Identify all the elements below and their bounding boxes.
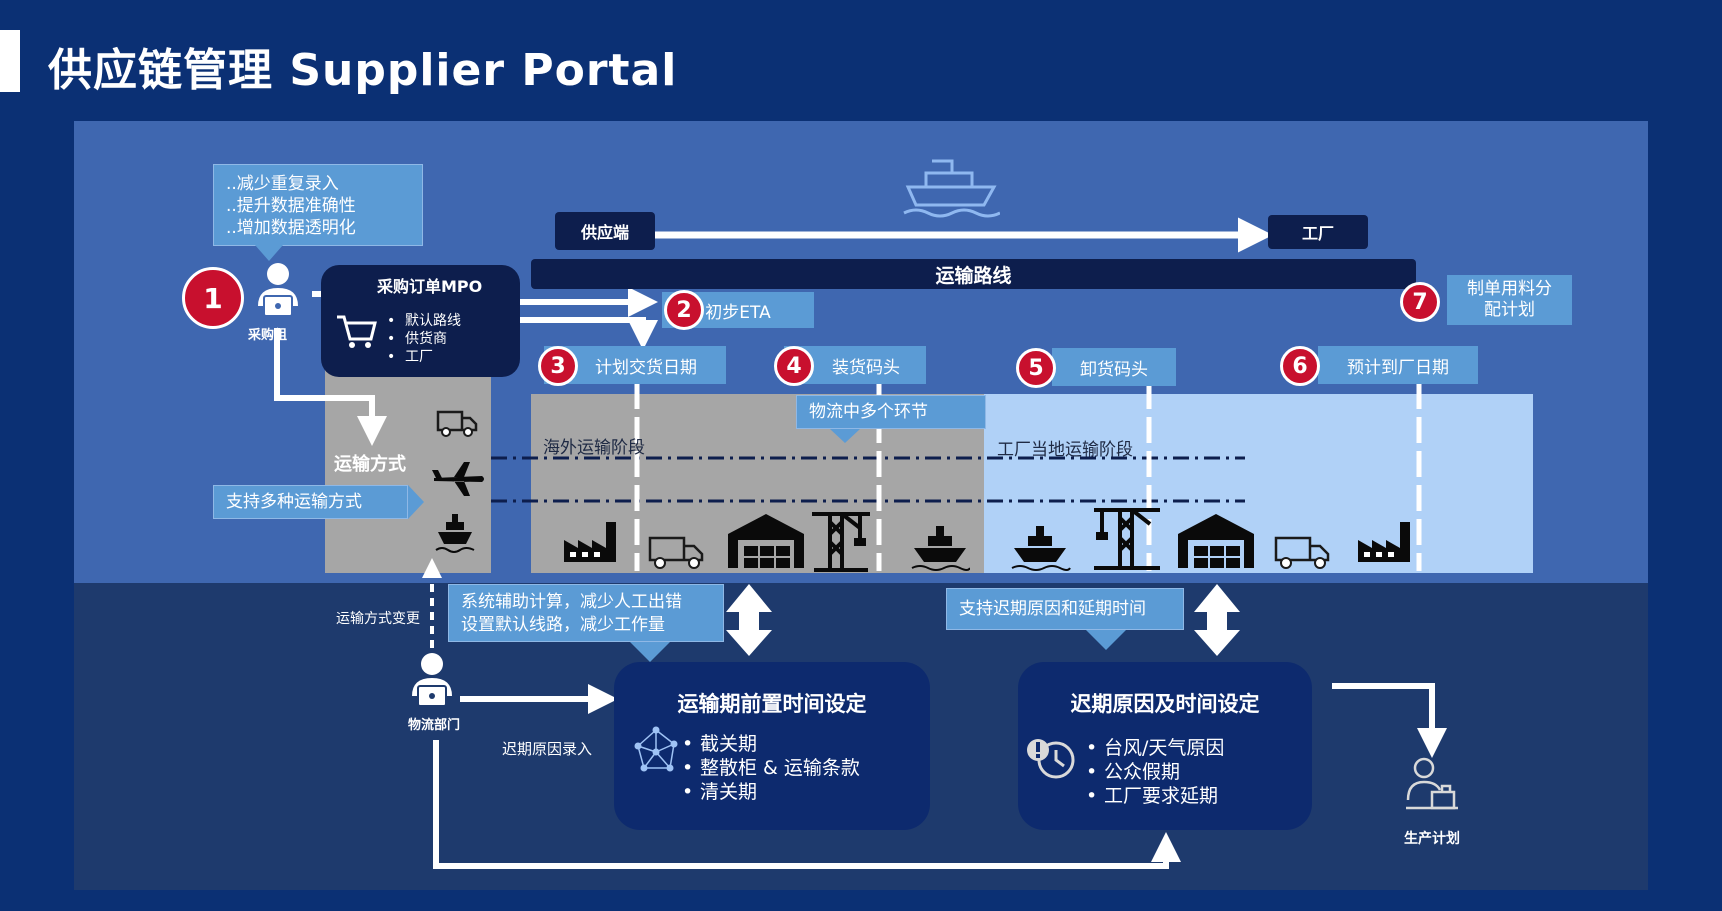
production-plan-label: 生产计划 xyxy=(1404,831,1460,847)
truck-icon xyxy=(436,410,478,437)
delivery-truck-icon xyxy=(648,536,704,569)
lead-time-item: 清关期 xyxy=(682,780,860,804)
delay-reason-item: 工厂要求延期 xyxy=(1086,784,1224,808)
factory-pill: 工厂 xyxy=(1268,215,1368,249)
callout-pointer xyxy=(255,245,283,261)
cargo-ship-icon xyxy=(911,526,970,571)
multi-mode-callout: 支持多种运输方式 xyxy=(213,485,408,519)
warehouse-icon xyxy=(1178,514,1254,568)
lead-time-item: 整散柜 & 运输条款 xyxy=(682,756,860,780)
step-7-label: 制单用料分配计划 xyxy=(1447,275,1572,325)
delivery-truck-icon xyxy=(1274,536,1330,569)
purchasing-group-label: 采购组 xyxy=(248,328,288,343)
route-bar: 运输路线 xyxy=(531,259,1416,289)
delay-reason-item: 公众假期 xyxy=(1086,760,1224,784)
benefit-item: ..减少重复录入 xyxy=(226,174,339,194)
transport-mode-label: 运输方式 xyxy=(334,454,406,475)
warehouse-icon xyxy=(728,514,804,568)
logistics-links-callout: 物流中多个环节 xyxy=(796,395,986,429)
local-stage-label: 工厂当地运输阶段 xyxy=(997,440,1133,460)
network-icon xyxy=(634,726,678,772)
delay-reason-item: 台风/天气原因 xyxy=(1086,736,1224,760)
delay-reason-title: 迟期原因及时间设定 xyxy=(1070,692,1260,716)
step-badge-4: 4 xyxy=(774,346,814,386)
callout-pointer xyxy=(408,485,424,519)
callout-pointer xyxy=(630,642,670,662)
mpo-item: 工厂 xyxy=(387,348,461,366)
clock-alert-icon xyxy=(1027,739,1075,779)
title-accent-bar xyxy=(0,30,20,92)
step-5-label: 卸货码头 xyxy=(1052,348,1176,386)
benefit-item: ..提升数据准确性 xyxy=(226,196,356,216)
logistics-dept-label: 物流部门 xyxy=(408,718,461,733)
port-crane-icon xyxy=(812,512,870,572)
delay-note-callout: 支持迟期原因和延期时间 xyxy=(946,588,1184,630)
factory-icon xyxy=(564,522,616,562)
airplane-icon xyxy=(432,462,484,496)
step-badge-2: 2 xyxy=(664,290,704,330)
benefits-callout: ..减少重复录入 ..提升数据准确性 ..增加数据透明化 xyxy=(213,164,423,246)
callout-pointer xyxy=(830,429,860,443)
step-6-label: 预计到厂日期 xyxy=(1318,346,1478,384)
mpo-item: 供货商 xyxy=(387,330,461,348)
step-badge-7: 7 xyxy=(1400,282,1440,322)
factory-icon xyxy=(1358,522,1410,562)
person-laptop-icon xyxy=(412,653,452,707)
system-note-callout: 系统辅助计算，减少人工出错 设置默认线路，减少工作量 xyxy=(448,584,724,642)
delay-reason-box: 迟期原因及时间设定 台风/天气原因 公众假期 工厂要求延期 xyxy=(1018,662,1312,830)
person-laptop-icon xyxy=(258,263,298,317)
step-badge-3: 3 xyxy=(538,346,578,386)
mode-change-label: 运输方式变更 xyxy=(336,611,420,627)
mpo-box: 采购订单MPO 默认路线 供货商 工厂 xyxy=(321,265,520,377)
supplier-pill: 供应端 xyxy=(555,212,655,250)
local-stage-area xyxy=(984,394,1533,573)
mpo-item: 默认路线 xyxy=(387,312,461,330)
benefit-item: ..增加数据透明化 xyxy=(226,218,356,238)
system-note-line: 系统辅助计算，减少人工出错 xyxy=(461,592,682,612)
lead-time-item: 截关期 xyxy=(682,732,860,756)
page-title: 供应链管理 Supplier Portal xyxy=(48,45,678,96)
callout-pointer xyxy=(1086,630,1126,650)
step-badge-1: 1 xyxy=(182,267,244,329)
cargo-ship-icon xyxy=(435,514,475,553)
lead-time-box: 运输期前置时间设定 截关期 整散柜 & 运输条款 清关期 xyxy=(614,662,930,830)
system-note-line: 设置默认线路，减少工作量 xyxy=(461,615,665,635)
seamstress-icon xyxy=(1406,757,1458,810)
ship-icon xyxy=(903,159,1000,218)
port-crane-icon xyxy=(1094,508,1160,570)
mpo-title: 采购订单MPO xyxy=(377,277,483,296)
cart-icon xyxy=(337,315,377,348)
delay-entry-label: 迟期原因录入 xyxy=(502,740,593,758)
lead-time-title: 运输期前置时间设定 xyxy=(677,692,867,716)
overseas-stage-label: 海外运输阶段 xyxy=(543,438,645,458)
step-badge-5: 5 xyxy=(1016,348,1056,388)
cargo-ship-icon xyxy=(1011,526,1071,571)
step-badge-6: 6 xyxy=(1280,346,1320,386)
